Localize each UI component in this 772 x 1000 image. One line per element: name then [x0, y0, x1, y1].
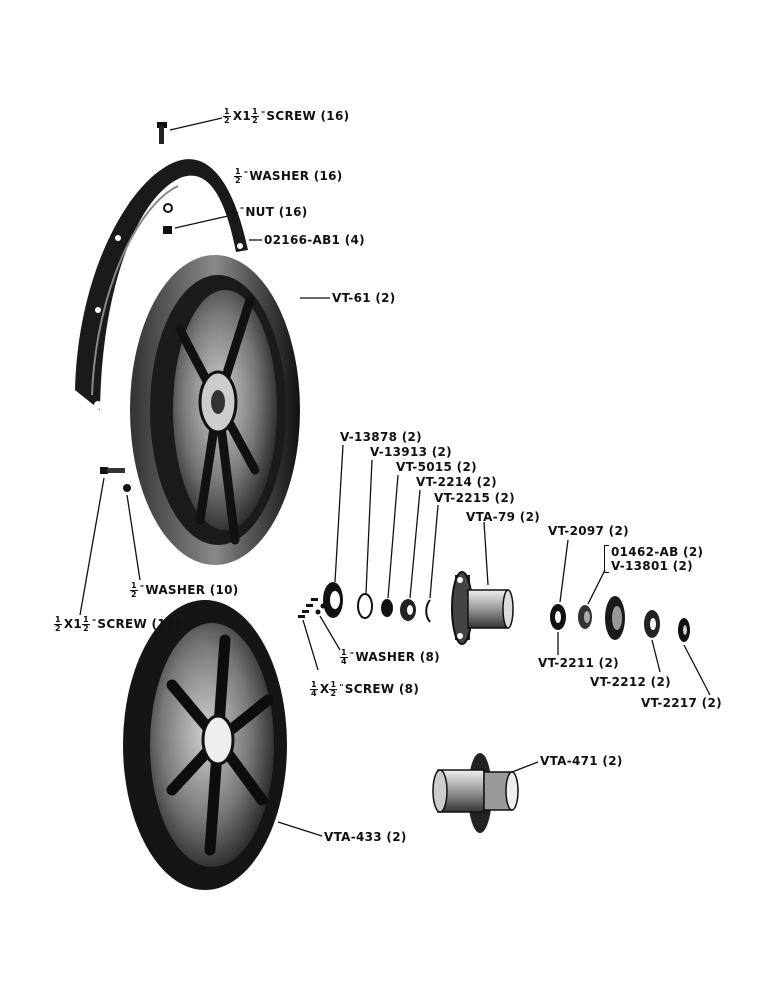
leader-vt2215: [429, 504, 439, 599]
rim-band-segment: [75, 159, 248, 410]
hub-vta79: [451, 571, 514, 645]
label-vt2211: VT-2211 (2): [538, 656, 619, 670]
label-vta471: VTA-471 (2): [540, 754, 623, 768]
label-v13878: V-13878 (2): [340, 430, 422, 444]
label-vt2214: VT-2214 (2): [416, 475, 497, 489]
washer-small-part: [163, 203, 173, 213]
leader-vt2212: [651, 639, 661, 673]
leader-nut: [174, 215, 229, 229]
wheel-vta433: [123, 600, 287, 890]
part-01462: [605, 596, 625, 640]
label-01462: 01462-AB (2): [611, 545, 704, 559]
leader-v13913: [365, 459, 373, 594]
label-vta79: VTA-79 (2): [466, 510, 541, 524]
leader-vt5015: [387, 474, 399, 599]
part-vt2214: [400, 599, 416, 621]
label-vt2097: VT-2097 (2): [548, 524, 629, 538]
label-v13913: V-13913 (2): [370, 445, 452, 459]
leader-vta471: [511, 761, 539, 773]
part-v13801: [578, 605, 592, 629]
leader-v13878: [334, 444, 344, 583]
leader-vta433: [277, 821, 323, 837]
leader-washer-10: [126, 494, 141, 581]
leader-vt2217: [683, 644, 711, 696]
label-02166: 02166-AB1 (4): [264, 233, 365, 247]
leader-vta79: [483, 521, 489, 586]
label-vt61: VT-61 (2): [332, 291, 396, 305]
label-vt2215: VT-2215 (2): [434, 491, 515, 505]
wheel-vt61: [130, 255, 300, 565]
label-vta433: VTA-433 (2): [324, 830, 407, 844]
part-vt2217: [678, 618, 690, 642]
hub-vta471: [432, 753, 519, 833]
screw-left-part: [100, 467, 125, 474]
part-vt5015: [381, 599, 393, 617]
part-v13878: [323, 582, 343, 618]
washer-left-part: [123, 484, 131, 492]
label-v13801: V-13801 (2): [611, 559, 693, 573]
leader-vt2214: [409, 489, 421, 599]
label-vt2212: VT-2212 (2): [590, 675, 671, 689]
part-vt2212: [644, 610, 660, 638]
leader-screw-8: [302, 619, 319, 671]
screw-top-part: [157, 122, 167, 144]
small-screws-cluster: [298, 598, 326, 618]
label-group-01462-v13801: 01462-AB (2) V-13801 (2): [604, 545, 704, 573]
leader-screw-top: [169, 117, 223, 131]
label-vt2217: VT-2217 (2): [641, 696, 722, 710]
part-vt2211: [550, 604, 566, 630]
nut-part: [163, 226, 172, 234]
leader-screw-10: [79, 477, 105, 616]
leader-washer-8: [319, 615, 341, 651]
label-vt5015: VT-5015 (2): [396, 460, 477, 474]
part-v13913: [357, 593, 373, 619]
leader-vt2097: [559, 539, 569, 603]
part-vt2215: [425, 599, 431, 623]
leader-v13801: [587, 569, 606, 605]
